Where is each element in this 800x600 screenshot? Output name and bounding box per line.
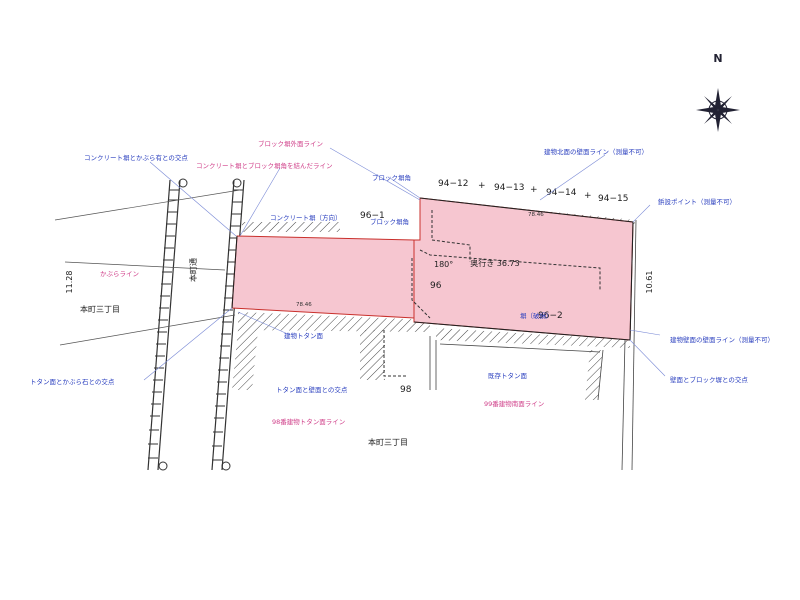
annotation-concrete-mutual: コンクリート塀とかぶら有との交点 <box>84 153 188 162</box>
annotation-tin-kabura: トタン面とかぶら石との交点 <box>30 377 115 386</box>
annotation-tin2: 既存トタン面 <box>488 371 528 380</box>
annotation-bldg-tin: 建物トタン面 <box>284 331 324 340</box>
lot-98-label: 98 <box>400 385 412 395</box>
lot-94-14-label: 94−14 <box>546 188 577 198</box>
annotation-concrete-block: コンクリート塀とブロック塀角を結んだライン <box>196 161 333 170</box>
annotation-tin-wall: トタン面と壁面との交点 <box>276 385 348 394</box>
plus-mark: + <box>530 185 538 195</box>
annotation-leaders <box>143 147 666 381</box>
lot-96-1-area <box>231 235 415 319</box>
building-outlines <box>383 210 601 377</box>
angle-label: 180° <box>434 260 453 269</box>
marker-circle <box>158 461 168 471</box>
other-lines <box>429 219 637 471</box>
north-label: N <box>713 52 722 65</box>
annotation-line98: 98番建物トタン面ライン <box>272 417 345 426</box>
annotation-concrete-wall: コンクリート塀（方向） <box>270 213 342 222</box>
marker-circle <box>221 461 231 471</box>
lot-96-2-label: 96−2 <box>538 311 563 321</box>
plus-mark: + <box>478 181 486 191</box>
annotation-block-corner-mid: ブロック塀角 <box>370 217 409 226</box>
rail-ladder-right-rungs <box>212 189 243 461</box>
lot-96-label: 96 <box>430 281 442 291</box>
annotation-block-outer: ブロック塀外面ライン <box>258 139 323 148</box>
lot-94-12-label: 94−12 <box>438 179 468 189</box>
road-name: 本町通 <box>188 258 198 282</box>
annotation-block-corner-top: ブロック塀角 <box>372 173 411 182</box>
boundary-lines-left <box>54 189 241 346</box>
lot-94-13-label: 94−13 <box>494 183 524 193</box>
lot-94-15-label: 94−15 <box>598 194 628 204</box>
dimension-top-small: 78.46 <box>528 212 544 218</box>
annotation-bldg-point: 鋲設ポイント（測量不可） <box>658 197 736 206</box>
dimension-left-width: 11.28 <box>65 271 74 294</box>
dimension-right-width: 10.61 <box>645 271 654 294</box>
area-name-bottom: 本町三丁目 <box>368 437 408 447</box>
plus-mark: + <box>584 191 592 201</box>
dimension-depth: 奥行き 36.73 <box>470 258 519 268</box>
annotation-wall-block: 壁面とブロック塀との交点 <box>670 375 748 384</box>
lot-96-1-label: 96−1 <box>360 211 385 221</box>
lot-edges <box>231 197 634 341</box>
compass-rose-icon <box>696 88 740 132</box>
rail-ladder-left-rungs <box>148 189 179 459</box>
area-name-left: 本町三丁目 <box>80 304 120 314</box>
annotation-nbsp-wall: 塀（破損） <box>520 311 553 320</box>
dimension-front-small: 78.46 <box>296 302 312 308</box>
rail-ladder-left <box>147 179 181 471</box>
annotation-line99: 99番建物南面ライン <box>484 399 544 408</box>
rail-ladder-right <box>211 179 245 471</box>
marker-circle <box>178 178 188 188</box>
annotation-bldg-outer: 建物北面の壁面ライン（測量不可） <box>544 147 648 156</box>
marker-circle <box>232 178 242 188</box>
annotation-bldg-wall: 建物壁面の壁面ライン（測量不可） <box>670 335 774 344</box>
annotation-kabura: かぶらライン <box>100 270 139 278</box>
